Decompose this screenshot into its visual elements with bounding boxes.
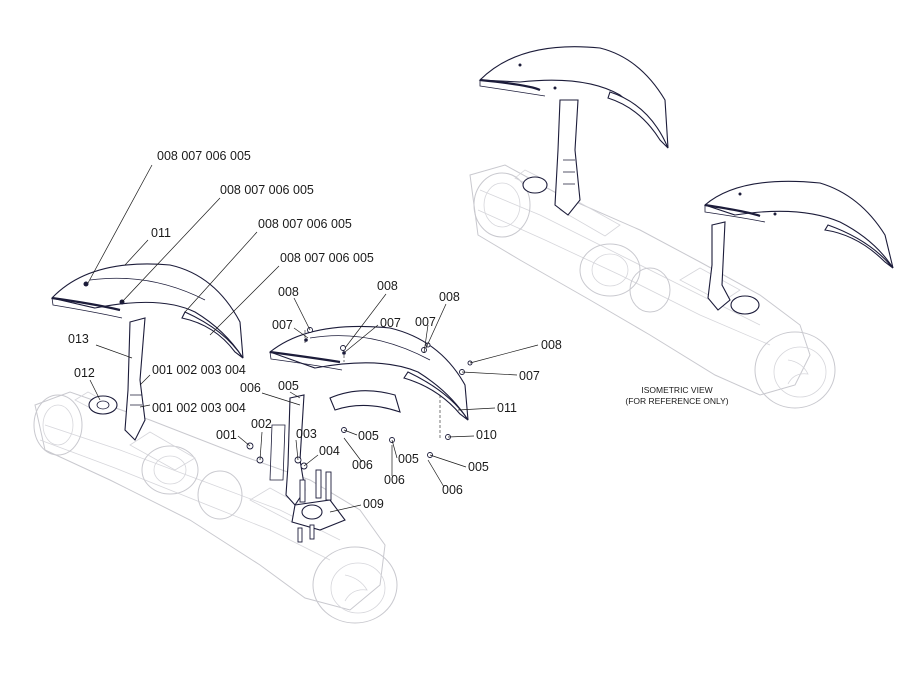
callout-label: 011 [151, 226, 171, 240]
callout-label: 001 002 003 004 [152, 401, 246, 415]
callout-label: 006 [442, 483, 463, 497]
callout-label: 002 [251, 417, 272, 431]
callout-label: 007 [272, 318, 293, 332]
callout-label: 012 [74, 366, 95, 380]
callout-label: 006 [384, 473, 405, 487]
callout-label: 008 [377, 279, 398, 293]
callout-label: 006 [352, 458, 373, 472]
ghost-axle-assembly [33, 391, 398, 624]
callout-label: 001 002 003 004 [152, 363, 246, 377]
callout-label: 011 [497, 401, 517, 415]
callout-label: 005 [398, 452, 419, 466]
callout-label: 008 [278, 285, 299, 299]
exploded-fender-assembly [268, 325, 469, 531]
reference-fender-rear [703, 180, 894, 315]
callout-label: 005 [358, 429, 379, 443]
callout-label: 005 [468, 460, 489, 474]
callout-label: 008 [439, 290, 460, 304]
callout-label: 006 [240, 381, 261, 395]
callout-label: 007 [415, 315, 436, 329]
callout-label: 008 007 006 005 [280, 251, 374, 265]
leader-lines [87, 164, 539, 513]
callout-label: 008 007 006 005 [157, 149, 251, 163]
callout-label: 008 [541, 338, 562, 352]
callout-label: 008 007 006 005 [258, 217, 352, 231]
reference-note: ISOMETRIC VIEW (FOR REFERENCE ONLY) [625, 385, 728, 406]
note-line-2: (FOR REFERENCE ONLY) [625, 396, 728, 406]
callout-labels: 008 007 006 005 008 007 006 005 008 007 … [68, 149, 562, 511]
callout-label: 005 [278, 379, 299, 393]
callout-label: 003 [296, 427, 317, 441]
callout-label: 013 [68, 332, 89, 346]
callout-label: 007 [519, 369, 540, 383]
callout-label: 008 007 006 005 [220, 183, 314, 197]
note-line-1: ISOMETRIC VIEW [641, 385, 712, 395]
reference-fender-front [478, 46, 669, 216]
callout-label: 007 [380, 316, 401, 330]
callout-label: 004 [319, 444, 340, 458]
callout-label: 009 [363, 497, 384, 511]
left-fender-assembly [50, 263, 244, 441]
callout-label: 010 [476, 428, 497, 442]
callout-label: 001 [216, 428, 237, 442]
